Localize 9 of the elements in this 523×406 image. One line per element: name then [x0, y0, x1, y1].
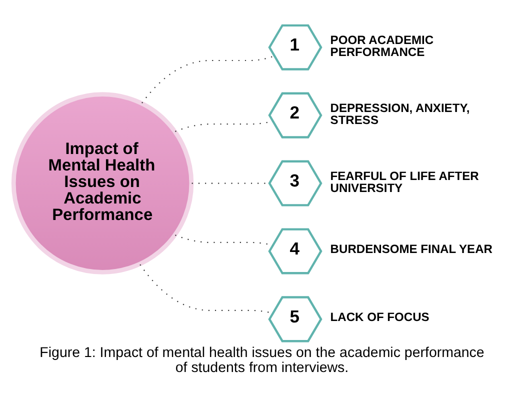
connector — [141, 56, 274, 104]
caption: Figure 1: Impact of mental health issues on the academic performance of students from interviews. — [39, 344, 484, 376]
node-label: DEPRESSION, ANXIETY, STRESS — [330, 100, 470, 127]
connector — [174, 120, 272, 132]
node-label: POOR ACADEMIC PERFORMANCE — [330, 32, 434, 59]
node-label: BURDENSOME FINAL YEAR — [330, 242, 492, 256]
node-circle: Impact of Mental Health Issues on Academic Performance — [10, 92, 194, 274]
node-label: FEARFUL OF LIFE AFTER UNIVERSITY — [330, 168, 478, 195]
node-label: LACK OF FOCUS — [330, 310, 429, 324]
